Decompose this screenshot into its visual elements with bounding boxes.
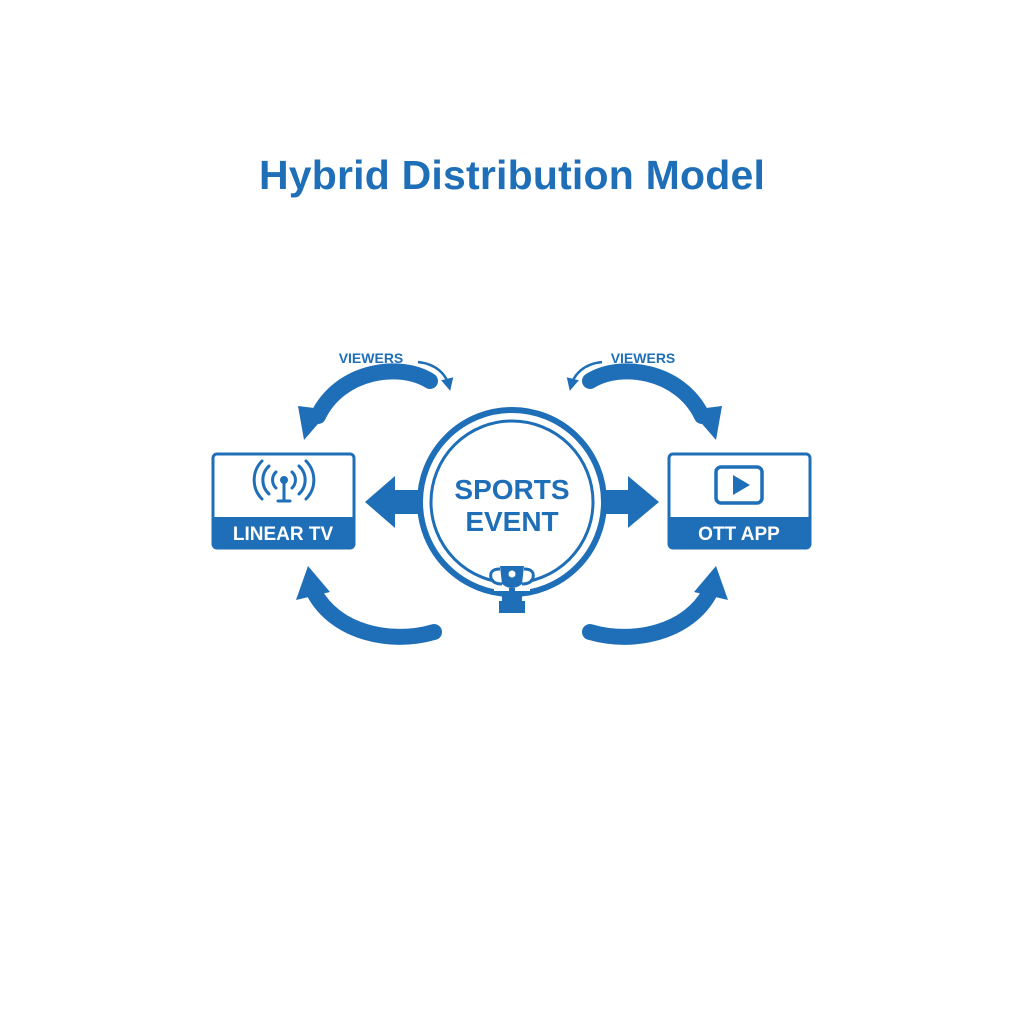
curved-arrow-bottom-right — [582, 566, 728, 645]
broadcast-antenna-icon — [252, 459, 316, 503]
sports-event-line1: SPORTS — [454, 474, 569, 505]
small-arrow-viewers-left — [417, 360, 454, 391]
viewers-label-right: VIEWERS — [611, 350, 676, 366]
ott-app-label: OTT APP — [698, 524, 780, 545]
viewers-label-left: VIEWERS — [339, 350, 404, 366]
trophy-icon — [489, 561, 535, 613]
curved-arrow-top-right — [582, 363, 722, 440]
play-button-icon — [714, 465, 764, 505]
sports-event-node: SPORTS EVENT — [417, 407, 607, 597]
curved-arrow-bottom-left — [296, 566, 442, 645]
curved-arrow-top-left — [298, 363, 438, 440]
small-arrow-viewers-right — [566, 360, 603, 391]
diagram-title: Hybrid Distribution Model — [258, 152, 766, 198]
sports-event-line2: EVENT — [465, 506, 558, 537]
linear-tv-node: LINEAR TV — [211, 452, 356, 550]
linear-tv-label: LINEAR TV — [233, 524, 334, 545]
ott-app-node: OTT APP — [667, 452, 812, 550]
